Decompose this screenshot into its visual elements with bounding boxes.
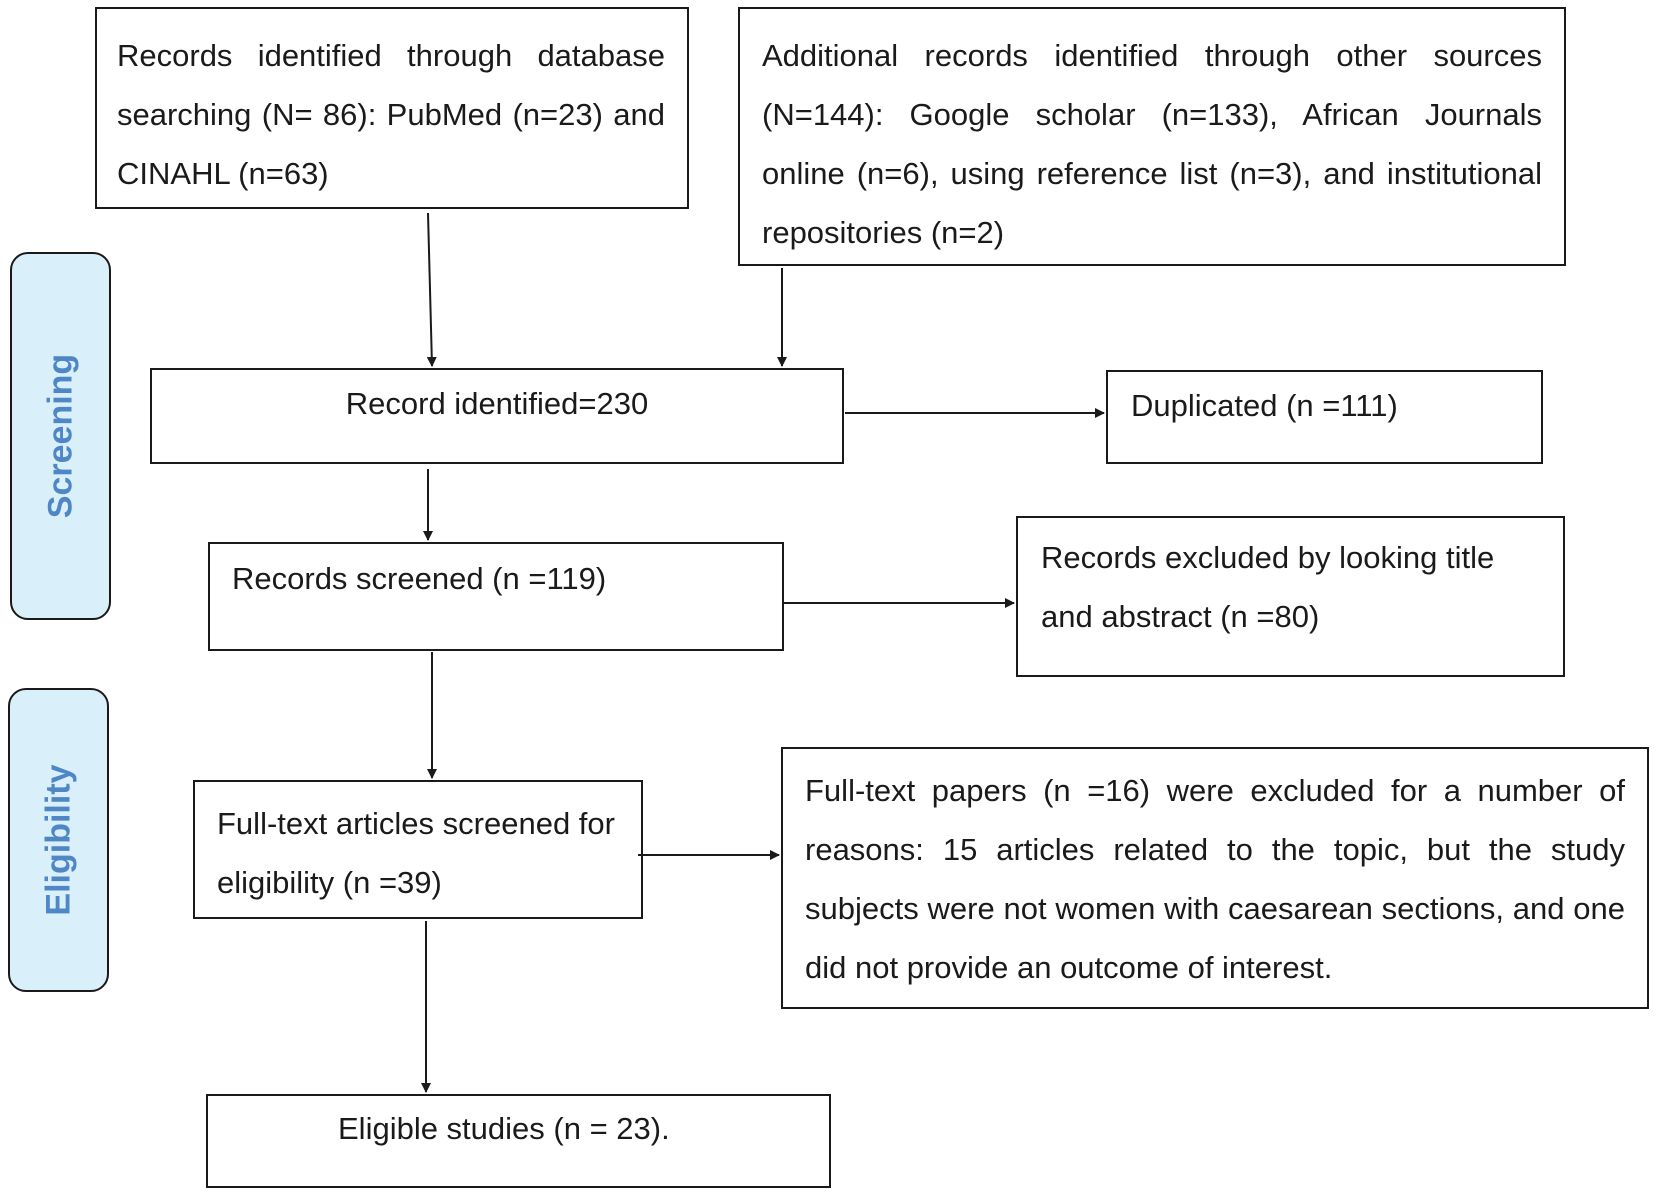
box-records-screened: Records screened (n =119) xyxy=(208,542,784,651)
box-record-identified-text: Record identified=230 xyxy=(345,386,649,421)
box-eligible-studies: Eligible studies (n = 23). xyxy=(206,1094,831,1188)
box-duplicated: Duplicated (n =111) xyxy=(1106,370,1543,464)
box-records-excluded: Records excluded by looking title and ab… xyxy=(1016,516,1565,677)
box-other-sources-text: Additional records identified through ot… xyxy=(762,38,1542,250)
box-record-identified: Record identified=230 xyxy=(150,368,844,464)
box-records-excluded-text: Records excluded by looking title and ab… xyxy=(1041,540,1495,634)
box-other-sources: Additional records identified through ot… xyxy=(738,7,1566,266)
arrow-database-to-identified xyxy=(426,212,437,367)
box-eligible-studies-text: Eligible studies (n = 23). xyxy=(338,1111,670,1146)
stage-screening: Screening xyxy=(10,252,111,620)
box-fulltext-excluded: Full-text papers (n =16) were excluded f… xyxy=(781,747,1649,1009)
box-fulltext-screened: Full-text articles screened for eligibil… xyxy=(193,780,643,919)
box-fulltext-excluded-text: Full-text papers (n =16) were excluded f… xyxy=(805,773,1625,985)
box-duplicated-text: Duplicated (n =111) xyxy=(1131,388,1398,423)
stage-eligibility: Eligibility xyxy=(8,688,109,992)
box-database-search-text: Records identified through database sear… xyxy=(117,38,665,191)
box-fulltext-screened-text: Full-text articles screened for eligibil… xyxy=(217,806,615,900)
box-records-screened-text: Records screened (n =119) xyxy=(232,561,607,596)
box-database-search: Records identified through database sear… xyxy=(95,7,689,209)
